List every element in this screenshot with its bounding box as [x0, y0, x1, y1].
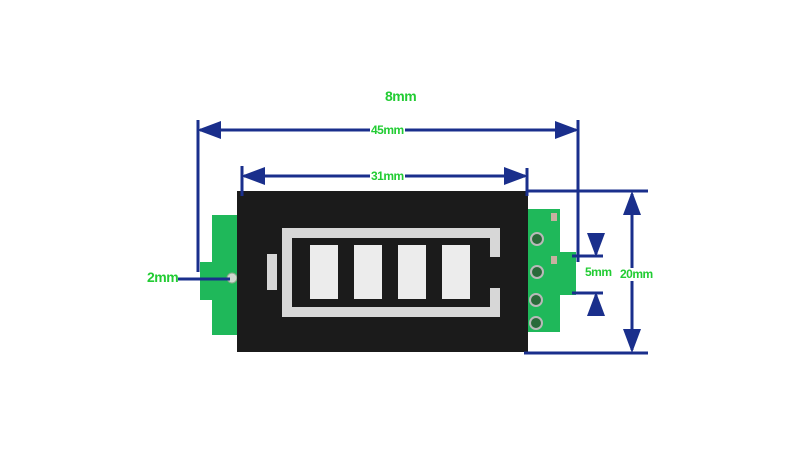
- pcb-left-tab: [200, 215, 240, 335]
- label-2mm: 2mm: [147, 269, 179, 285]
- smd-component: [551, 213, 557, 221]
- smd-component: [551, 256, 557, 264]
- label-8mm: 8mm: [385, 88, 417, 104]
- lcd-panel: [237, 191, 528, 352]
- label-5mm: 5mm: [585, 265, 612, 279]
- solder-pads: [529, 232, 544, 330]
- battery-segment: [354, 245, 382, 299]
- battery-segments: [310, 245, 470, 299]
- battery-segment: [398, 245, 426, 299]
- battery-segment: [310, 245, 338, 299]
- label-31mm: 31mm: [370, 169, 405, 183]
- battery-outline: [267, 228, 500, 317]
- label-20mm: 20mm: [619, 267, 654, 281]
- label-45mm: 45mm: [370, 123, 405, 137]
- battery-segment: [442, 245, 470, 299]
